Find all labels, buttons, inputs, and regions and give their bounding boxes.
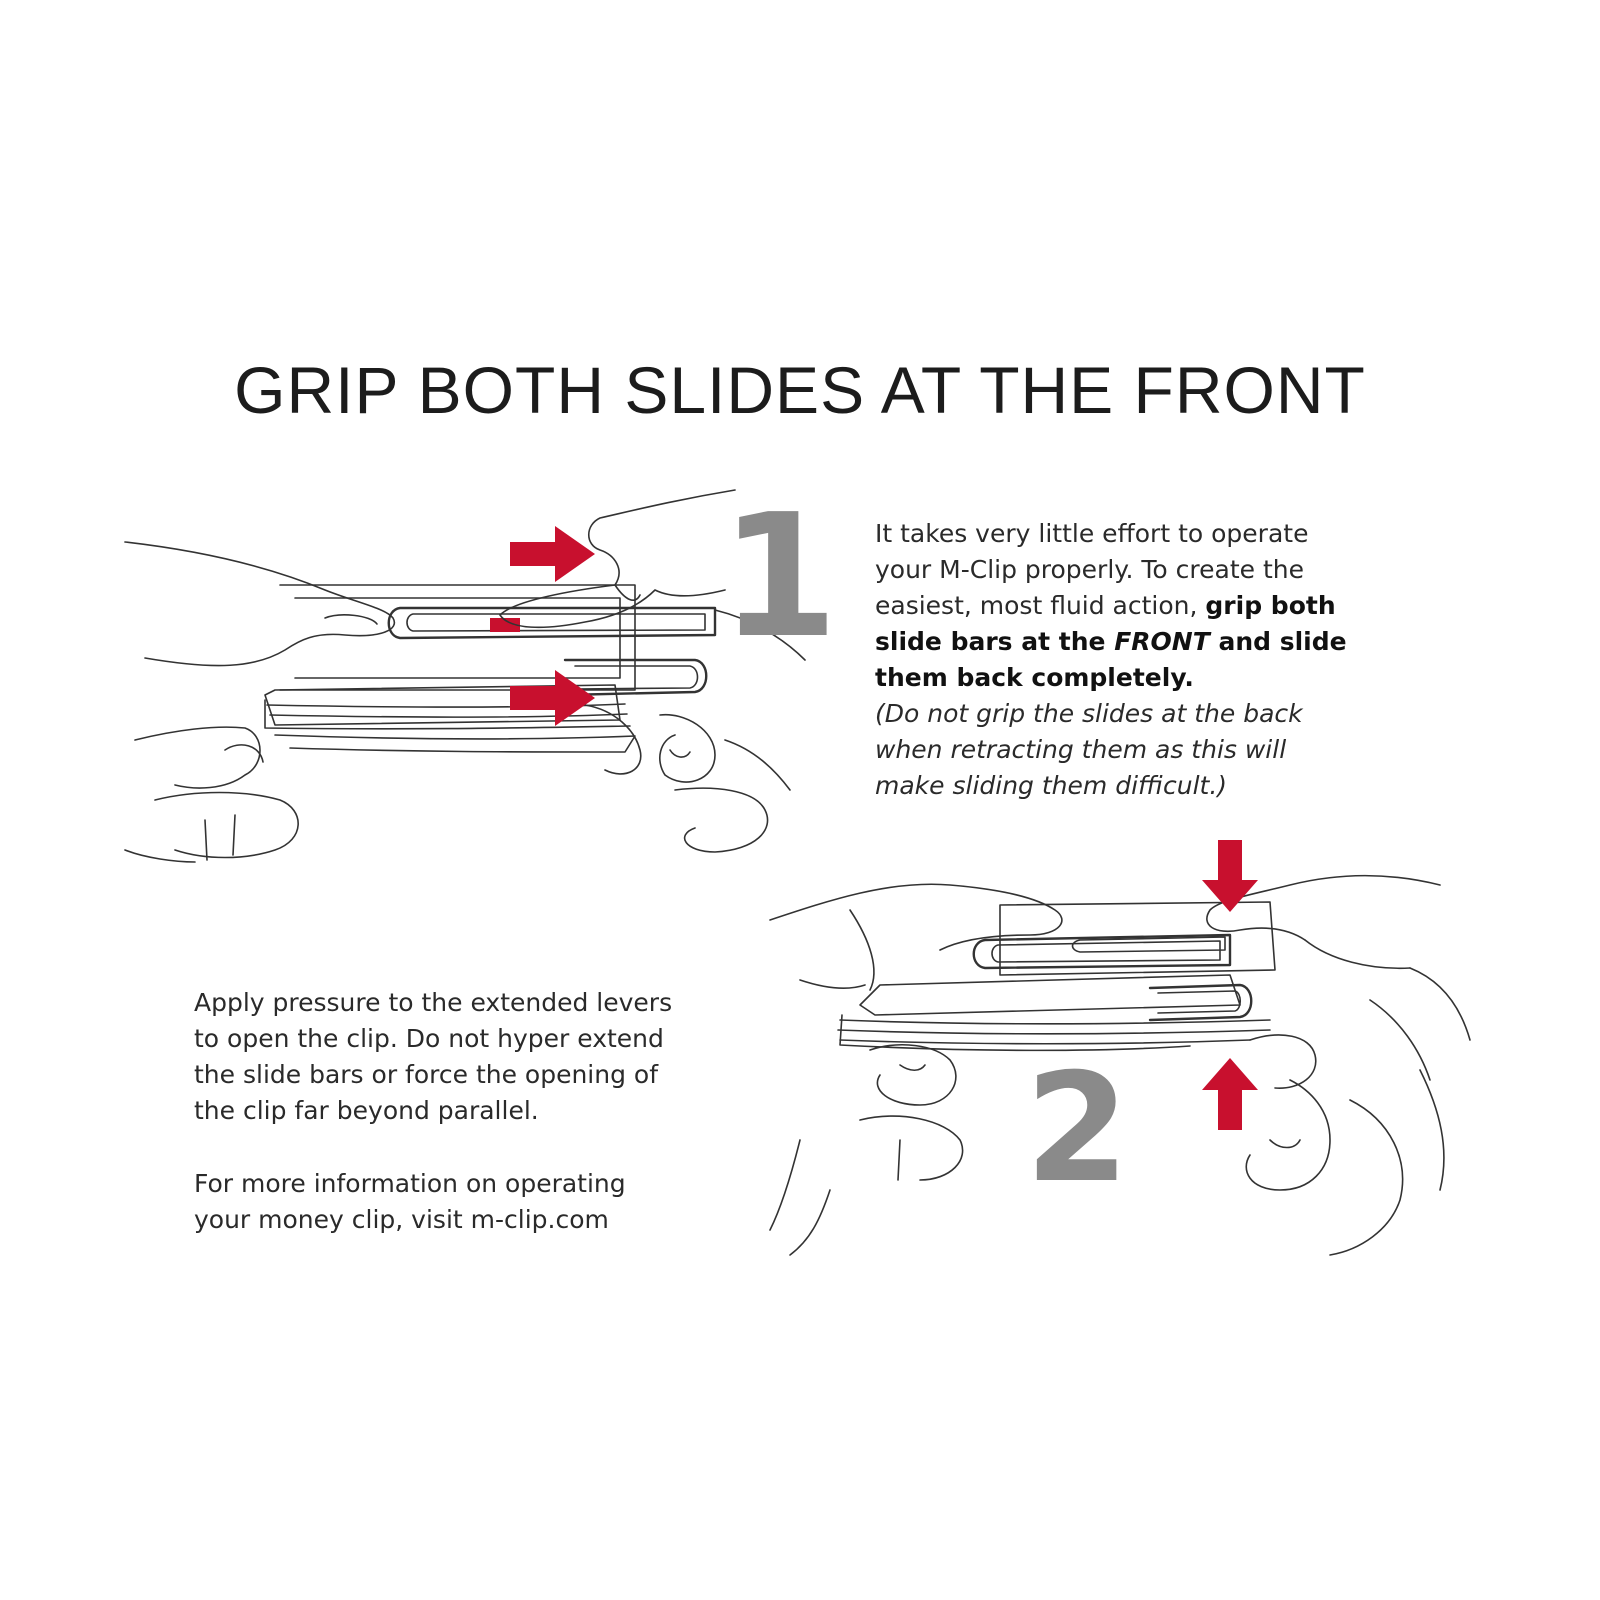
text-bold: them back completely. [875,663,1194,692]
text-line: easiest, most fluid action, grip both [875,588,1435,624]
text-line: to open the clip. Do not hyper extend [194,1024,664,1053]
step2-number: 2 [1025,1042,1129,1216]
text-italic: (Do not grip the slides at the back [875,699,1303,728]
arrow-right-icon [510,670,595,726]
text-line: your money clip, visit m-clip.com [194,1205,609,1234]
text-italic: make sliding them difficult.) [875,771,1228,800]
step1-illustration: 1 [124,478,838,863]
text-line: (Do not grip the slides at the back [875,696,1435,732]
text-line: make sliding them difficult.) [875,768,1435,804]
step1-instructions: It takes very little effort to operate y… [875,516,1435,804]
page-title: GRIP BOTH SLIDES AT THE FRONT [234,353,1366,427]
text-line: Apply pressure to the extended levers [194,988,673,1017]
text-line: slide bars at the FRONT and slide [875,624,1435,660]
more-info: For more information on operating your m… [194,1166,794,1238]
text-line: when retracting them as this will [875,732,1435,768]
text-italic: when retracting them as this will [875,735,1287,764]
text-line: the slide bars or force the opening of [194,1060,659,1089]
text-bold-italic: FRONT [1114,627,1210,656]
text-line: the clip far beyond parallel. [194,1096,539,1125]
text-span: easiest, most fluid action, [875,591,1206,620]
arrow-down-icon [1202,840,1258,912]
text-bold: and slide [1209,627,1347,656]
step2-instructions: Apply pressure to the extended levers to… [194,985,794,1129]
text-bold: slide bars at the [875,627,1115,656]
arrow-right-icon [510,526,595,582]
text-line: It takes very little effort to operate [875,519,1309,548]
text-bold: grip both [1205,591,1336,620]
arrow-up-icon [1202,1058,1258,1130]
step1-number: 1 [720,478,838,676]
step2-illustration: 2 [769,840,1471,1256]
text-line: them back completely. [875,660,1435,696]
text-line: your M-Clip properly. To create the [875,555,1305,584]
text-line: For more information on operating [194,1169,626,1198]
